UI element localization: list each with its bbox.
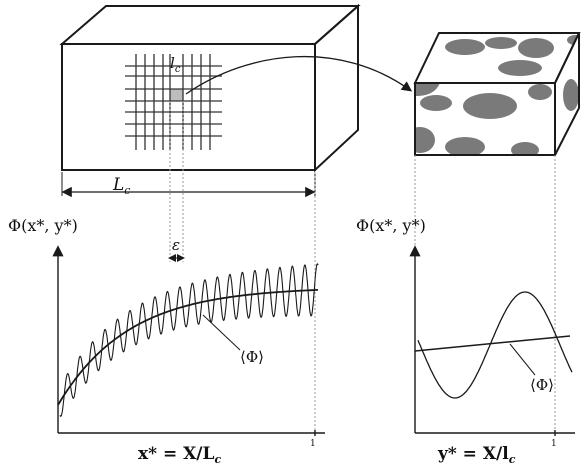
Lc-dimension (61, 172, 316, 198)
right-average-leader (509, 343, 536, 376)
left-plot-axes (52, 245, 325, 436)
right-x-label: y* = X/lc (437, 444, 516, 464)
left-average-label: ⟨Φ⟩ (240, 348, 264, 366)
left-phi-label: Φ(x*, y*) (8, 216, 78, 235)
left-average-curve (57, 289, 319, 406)
epsilon-label: ε (172, 236, 180, 254)
macro-block-front-face (61, 43, 316, 171)
right-tick-label: 1 (551, 439, 557, 449)
rve-front-face (414, 82, 556, 156)
macro-block-top-face (59, 5, 361, 45)
macro-block-side-face (314, 3, 359, 173)
projection-lines (169, 101, 556, 432)
highlighted-cell (170, 89, 183, 101)
microstructure-grid (125, 54, 222, 150)
left-average-leader (202, 314, 241, 351)
left-x-label: x* = X/Lc (138, 444, 221, 464)
macro-block (59, 3, 361, 173)
right-plot-axes (409, 245, 575, 436)
right-average-line (414, 335, 571, 352)
left-tick-label: 1 (310, 439, 316, 449)
right-oscillating-field (417, 291, 573, 399)
left-oscillating-field (59, 263, 319, 417)
Lc-label: Lc (112, 175, 130, 197)
right-average-label: ⟨Φ⟩ (530, 376, 554, 394)
lc-label: lc (170, 54, 181, 75)
rve-block (413, 32, 581, 156)
zoom-arrow (185, 56, 413, 95)
right-phi-label: Φ(x*, y*) (356, 216, 426, 235)
